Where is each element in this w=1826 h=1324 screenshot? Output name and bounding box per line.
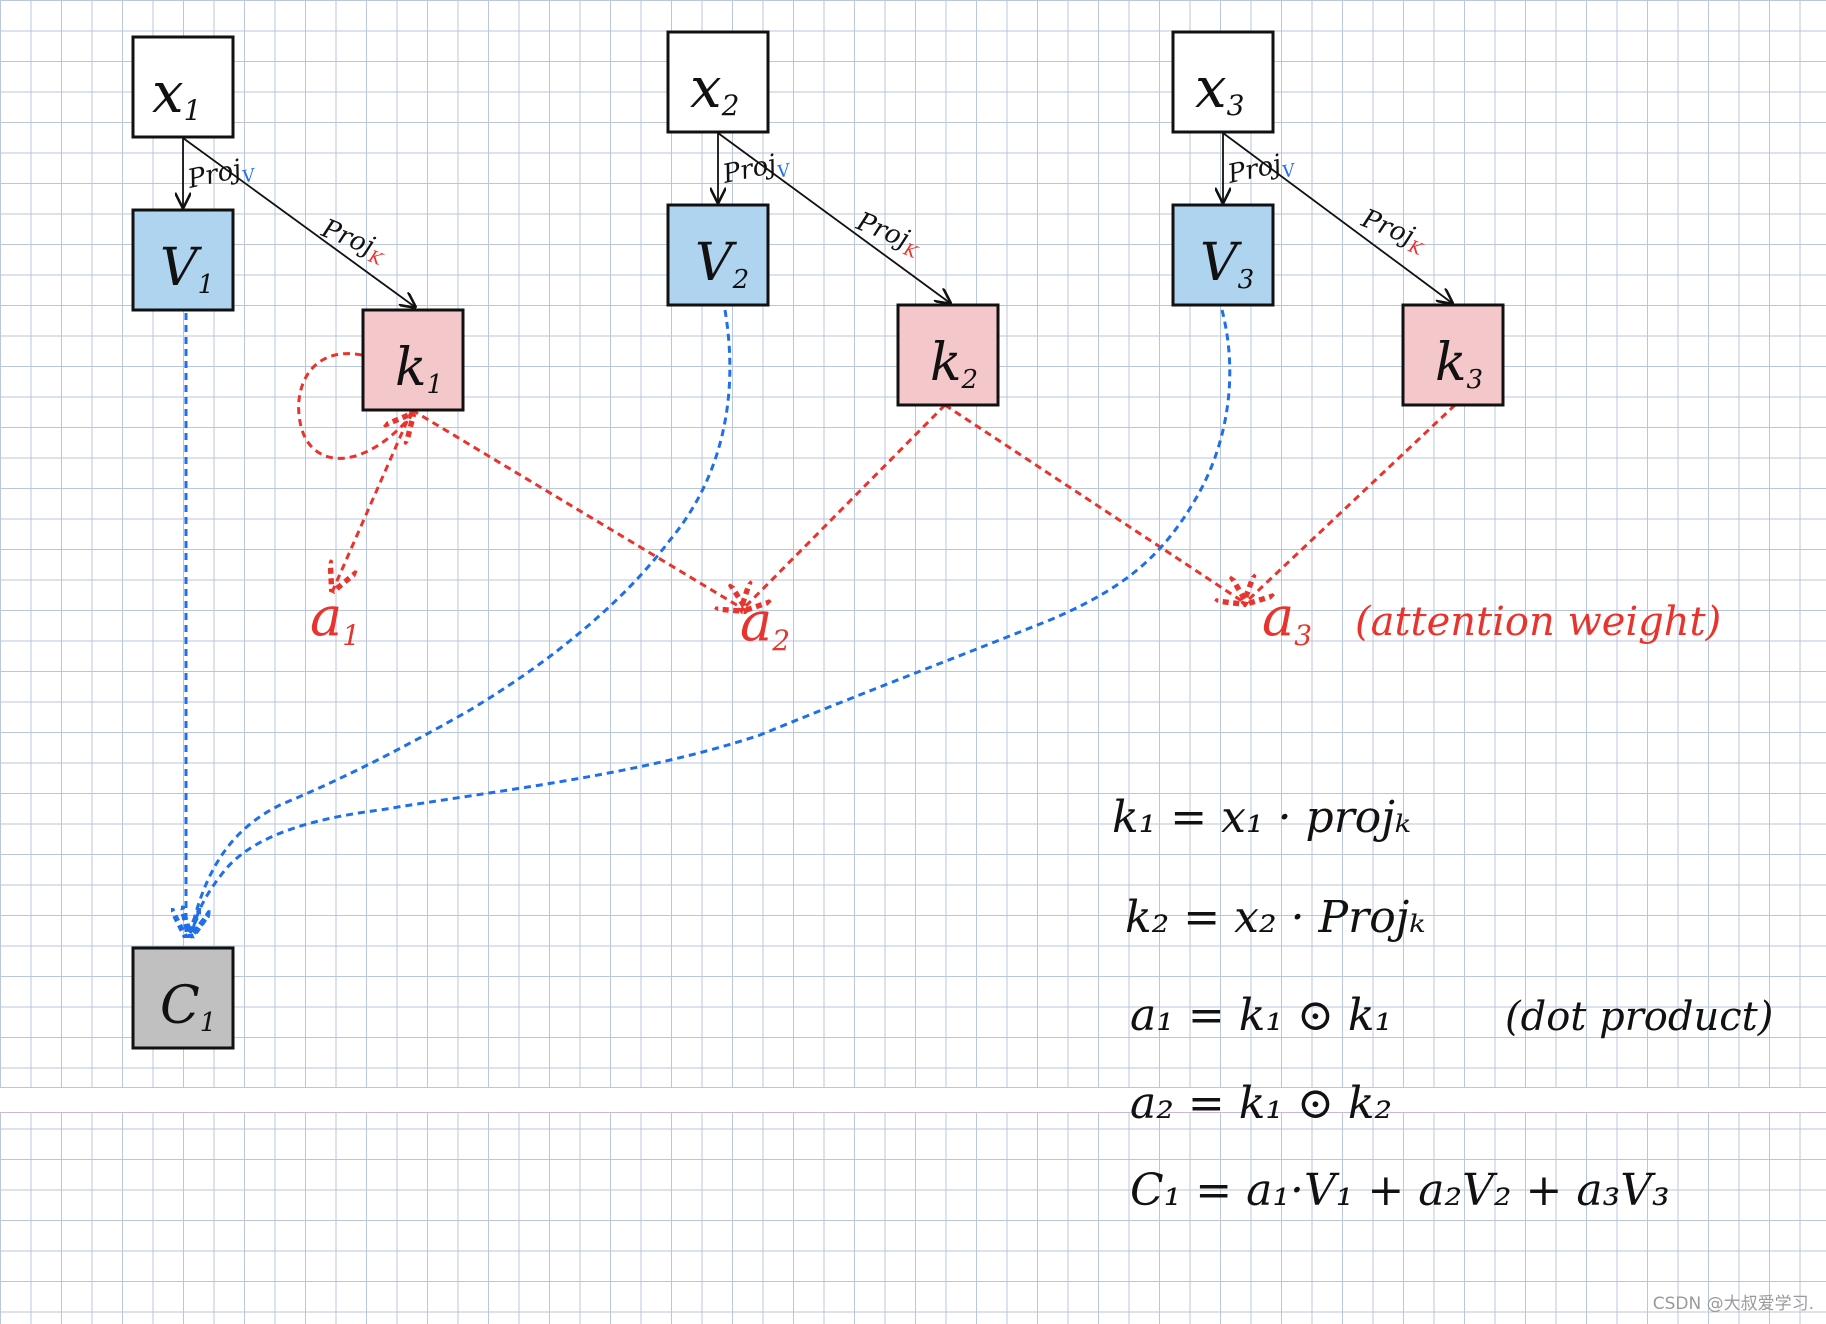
x1-to-k1-arrow [182,137,415,307]
proj-v-label-3: ProjV [1224,146,1298,194]
page-separator [0,1087,1826,1113]
weight-a2: a2 [740,590,790,657]
value-arrows [186,309,1232,935]
equation-a1: a₁ = k₁ ⊙ k₁ [1130,990,1392,1041]
attention-weight-note: (attention weight) [1355,599,1721,645]
x2-to-k2-arrow [717,132,950,303]
attention-weights: a1 a2 a3 (attention weight) [310,585,1721,657]
svg-text:k1: k1 [395,338,443,400]
k2-to-a3-arrow [944,403,1245,603]
svg-text:V1: V1 [160,238,214,300]
node-k2: k2 [896,303,1000,407]
projection-arrows [182,132,1452,307]
node-x1: x1 [131,35,235,139]
node-x2: x2 [666,30,770,134]
proj-v-label-1: ProjV [184,151,258,199]
svg-text:V2: V2 [695,233,749,295]
equation-a2: a₂ = k₁ ⊙ k₂ [1130,1078,1392,1129]
svg-text:x1: x1 [152,61,201,127]
x3-to-k3-arrow [1222,132,1452,303]
svg-text:k3: k3 [1435,333,1483,395]
svg-text:k2: k2 [930,333,978,395]
node-v2: V2 [666,203,770,307]
k1-to-a2-arrow [411,408,745,610]
svg-text:C1: C1 [160,976,216,1038]
k1-self-loop [297,352,412,460]
node-v3: V3 [1171,203,1275,307]
v3-to-c1-arrow [192,309,1232,935]
proj-v-label-2: ProjV [719,146,793,194]
weight-a3: a3 [1262,585,1312,652]
node-c1: C1 [131,946,235,1050]
svg-text:V3: V3 [1200,233,1254,295]
node-v1: V1 [131,208,235,312]
k2-to-a2-arrow [742,403,947,610]
equation-k2: k₂ = x₂ · Projₖ [1125,892,1425,943]
equation-a1-note: (dot product) [1505,994,1773,1040]
k3-to-a3-arrow [1245,403,1457,603]
v2-to-c1-arrow [190,309,732,935]
node-k3: k3 [1401,303,1505,407]
weight-a1: a1 [310,585,360,652]
proj-k-label-2: ProjK [850,206,926,263]
watermark: CSDN @大叔爱学习. [1652,1294,1814,1314]
proj-k-label-3: ProjK [1355,203,1431,260]
svg-text:x3: x3 [1195,56,1244,122]
equation-k1: k₁ = x₁ · projₖ [1112,792,1411,843]
k1-to-a1-arrow [333,409,414,590]
node-k1: k1 [361,308,465,412]
equations: k₁ = x₁ · projₖ k₂ = x₂ · Projₖ a₁ = k₁ … [1112,792,1773,1216]
attention-arrows [297,352,1457,610]
node-x3: x3 [1171,30,1275,134]
equation-c1: C₁ = a₁·V₁ + a₂V₂ + a₃V₃ [1130,1165,1670,1216]
svg-text:x2: x2 [690,56,739,122]
node-boxes: x1 x2 x3 V1 V2 V3 k1 k2 [131,30,1505,1050]
